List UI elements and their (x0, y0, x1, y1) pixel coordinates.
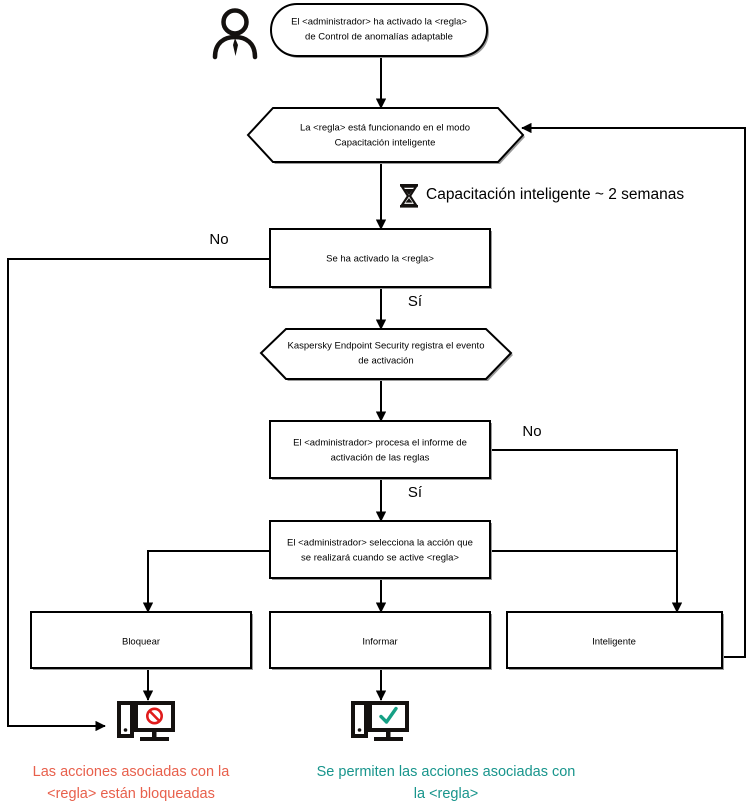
caption-blocked: Las acciones asociadas con la <regla> es… (33, 764, 231, 802)
node-action-smart-label: Inteligente (592, 637, 636, 648)
node-action-block: Bloquear (30, 611, 253, 670)
node-action-inform: Informar (269, 611, 492, 670)
node-action-smart: Inteligente (506, 611, 724, 670)
node-start-line2: de Control de anomalías adaptable (305, 32, 453, 43)
node-start: El <administrador> ha activado la <regla… (270, 3, 489, 58)
node-admin-processes-line2: activación de las reglas (331, 453, 430, 464)
annotation-training-duration: Capacitación inteligente ~ 2 semanas (399, 184, 684, 208)
caption-blocked-line1: Las acciones asociadas con la (33, 764, 231, 780)
edge-processed-no-to-smart (492, 449, 683, 613)
node-start-line1: El <administrador> ha activado la <regla… (291, 17, 467, 28)
node-smart-training: La <regla> está funcionando en el modo C… (246, 107, 525, 164)
administrator-actor (212, 8, 258, 60)
edge-triggered-no-to-blocked (7, 258, 270, 732)
caption-allowed: Se permiten las acciones asociadas con l… (317, 764, 576, 802)
node-smart-training-line2: Capacitación inteligente (335, 138, 436, 149)
edge-label-triggered-no: No (209, 231, 228, 248)
edge-label-processed-yes: Sí (408, 484, 423, 501)
person-icon (212, 8, 258, 60)
node-admin-selects: El <administrador> selecciona la acción … (269, 520, 492, 580)
node-admin-processes-line1: El <administrador> procesa el informe de (293, 438, 467, 449)
hourglass-icon (399, 184, 419, 208)
node-action-inform-label: Informar (362, 637, 397, 648)
connector-layer (7, 58, 746, 732)
caption-blocked-line2: <regla> están bloqueadas (47, 786, 215, 802)
node-rule-triggered: Se ha activado la <regla> (269, 228, 492, 289)
edge-selects-to-block (142, 550, 270, 613)
caption-allowed-line1: Se permiten las acciones asociadas con (317, 764, 576, 780)
node-action-block-label: Bloquear (122, 637, 160, 648)
node-smart-training-line1: La <regla> está funcionando en el modo (300, 123, 470, 134)
edge-smart-back-to-training (521, 122, 746, 658)
node-kes-logs-line1: Kaspersky Endpoint Security registra el … (288, 341, 485, 352)
monitor-allowed-icon (351, 701, 409, 741)
monitor-blocked-icon (117, 701, 175, 741)
node-admin-selects-line2: se realizará cuando se active <regla> (301, 553, 459, 564)
edge-label-processed-no: No (522, 423, 541, 440)
caption-allowed-line2: la <regla> (414, 786, 479, 802)
node-kes-logs: Kaspersky Endpoint Security registra el … (259, 328, 513, 381)
node-kes-logs-line2: de activación (358, 356, 413, 367)
node-rule-triggered-line1: Se ha activado la <regla> (326, 254, 434, 265)
annotation-training-duration-text: Capacitación inteligente ~ 2 semanas (426, 186, 684, 203)
node-admin-selects-line1: El <administrador> selecciona la acción … (287, 538, 473, 549)
edge-label-triggered-yes: Sí (408, 293, 423, 310)
node-admin-processes: El <administrador> procesa el informe de… (269, 420, 492, 480)
